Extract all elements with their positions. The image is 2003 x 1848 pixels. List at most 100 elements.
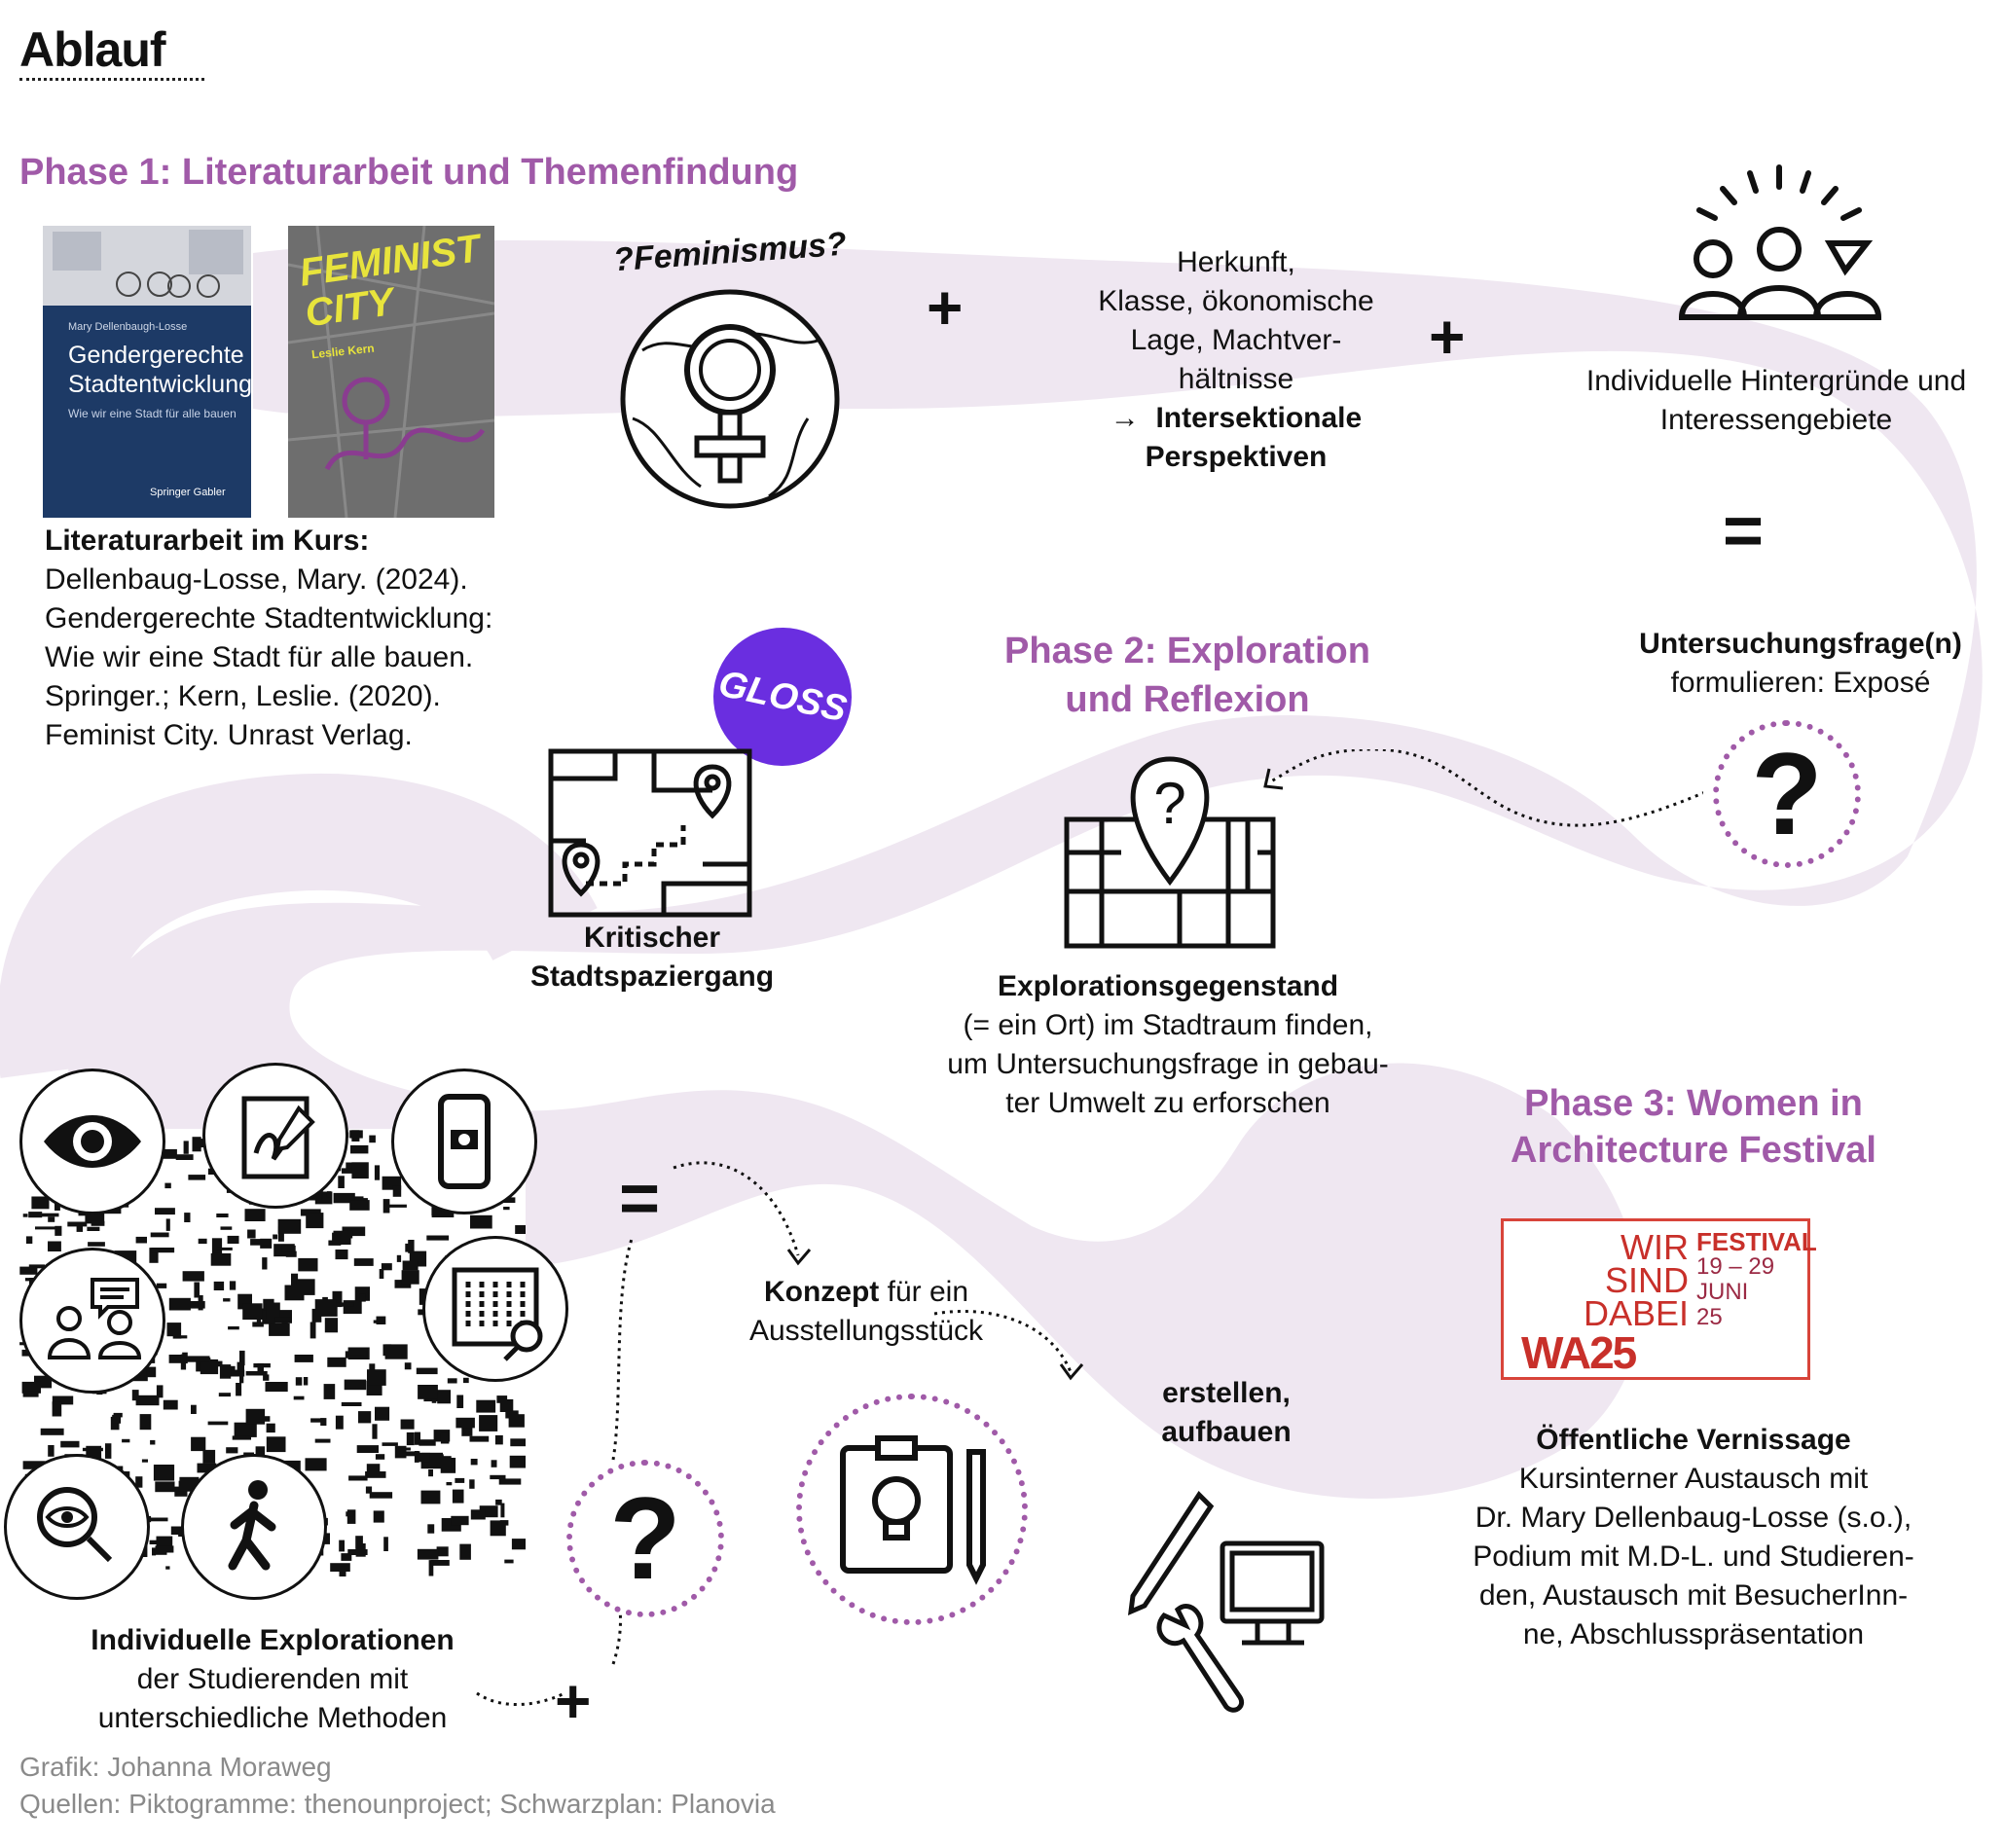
vernissage-line: Dr. Mary Dellenbaug-Losse (s.o.), xyxy=(1475,1502,1912,1534)
research-question-bold: Untersuchungsfrage(n) xyxy=(1639,628,1962,660)
plus-sign: + xyxy=(555,1666,592,1736)
magnifier-eye-icon xyxy=(4,1454,150,1600)
build-line: erstellen, xyxy=(1162,1377,1291,1409)
background-line: Individuelle Hintergründe und xyxy=(1585,365,1967,397)
literature-heading: Literaturarbeit im Kurs: xyxy=(45,525,370,557)
book-cover-feminist-city: FEMINIST CITY Leslie Kern xyxy=(288,226,494,518)
intersection-line: hältnisse xyxy=(1178,363,1294,395)
individual-exploration-text: Individuelle Explorationen der Studieren… xyxy=(39,1621,506,1738)
build-label: erstellen, aufbauen xyxy=(1119,1374,1333,1452)
group-people-icon xyxy=(1678,164,1882,320)
background-text: Individuelle Hintergründe und Interessen… xyxy=(1557,362,1995,440)
plus-sign: + xyxy=(927,272,964,343)
festival-right-text: FESTIVAL 19 – 29 JUNI 25 xyxy=(1696,1227,1817,1330)
plus-sign: + xyxy=(1429,302,1466,372)
page-title: Ablauf xyxy=(19,22,166,77)
clipboard-idea-icon xyxy=(840,1435,986,1585)
concept-line: Ausstellungsstück xyxy=(748,1315,984,1347)
vernissage-line: Podium mit M.D-L. und Studieren- xyxy=(1473,1540,1914,1573)
intersection-text: Herkunft, Klasse, ökonomische Lage, Mach… xyxy=(1041,243,1431,477)
eye-icon xyxy=(19,1069,165,1214)
sketch-icon xyxy=(202,1063,348,1209)
interview-icon xyxy=(19,1248,165,1394)
individual-line: unterschiedliche Methoden xyxy=(97,1702,448,1734)
vernissage-line: ne, Abschlusspräsentation xyxy=(1522,1618,1865,1650)
clipboard-idea-circle xyxy=(796,1394,1028,1625)
festival-left-line: SIND xyxy=(1604,1260,1689,1300)
phase1-heading: Phase 1: Literaturarbeit und Themenfindu… xyxy=(19,152,799,193)
concept-text: Konzept für ein Ausstellungsstück xyxy=(720,1273,1012,1351)
research-question-text: Untersuchungsfrage(n) formulieren: Expos… xyxy=(1596,625,2003,703)
phase3-heading-line: Phase 3: Women in xyxy=(1524,1083,1863,1124)
literature-line: Dellenbaug-Losse, Mary. (2024). xyxy=(45,563,468,596)
tools-computer-icon xyxy=(1127,1491,1325,1713)
exploration-object-line: (= ein Ort) im Stadtraum finden, xyxy=(963,1009,1373,1041)
book-cover-photo xyxy=(43,226,251,306)
book1-subtitle: Wie wir eine Stadt für alle bauen xyxy=(68,407,237,420)
exploration-object-text: Explorationsgegenstand (= ein Ort) im St… xyxy=(895,967,1440,1123)
city-walk-line: Kritischer xyxy=(583,922,721,954)
dotted-arrow xyxy=(1263,749,1703,827)
concept-rest: für ein xyxy=(879,1276,969,1308)
vernissage-line: Kursinterner Austausch mit xyxy=(1518,1463,1869,1495)
smartphone-camera-icon xyxy=(391,1069,537,1214)
book1-author: Mary Dellenbaugh-Losse xyxy=(68,321,188,333)
festival-left-text: WIR SIND DABEI xyxy=(1543,1227,1689,1333)
equals-sign: = xyxy=(1723,492,1765,570)
book1-publisher: Springer Gabler xyxy=(150,487,226,498)
festival-month: JUNI xyxy=(1696,1279,1749,1305)
festival-left-line: WIR xyxy=(1621,1227,1689,1267)
city-walk-line: Stadtspaziergang xyxy=(529,960,775,993)
svg-text:?: ? xyxy=(1153,771,1185,836)
arrow-glyph: → xyxy=(1110,402,1140,434)
wa25-festival-logo: WIR SIND DABEI FESTIVAL 19 – 29 JUNI 25 … xyxy=(1501,1218,1817,1380)
phase3-heading-line: Architecture Festival xyxy=(1511,1130,1876,1171)
location-question-map-icon: ? xyxy=(1064,756,1276,949)
phase2-heading: Phase 2: Exploration und Reflexion xyxy=(934,627,1440,724)
literature-line: Springer.; Kern, Leslie. (2020). xyxy=(45,680,441,712)
walking-person-icon xyxy=(181,1454,327,1600)
city-walk-map-icon xyxy=(548,748,752,918)
festival-word: FESTIVAL xyxy=(1696,1227,1817,1256)
footer-credit: Grafik: Johanna Moraweg xyxy=(19,1752,332,1782)
vernissage-line: den, Austausch mit BesucherInn- xyxy=(1478,1579,1909,1612)
phase2-heading-line: und Reflexion xyxy=(1065,679,1310,720)
exploration-object-line: ter Umwelt zu erforschen xyxy=(1005,1087,1330,1119)
book1-title: Gendergerechte Stadtentwicklung xyxy=(68,342,251,398)
phase2-heading-line: Phase 2: Exploration xyxy=(1004,631,1370,671)
venus-globe-icon xyxy=(620,289,840,509)
build-line: aufbauen xyxy=(1161,1416,1292,1448)
individual-line: der Studierenden mit xyxy=(136,1663,409,1695)
exploration-object-line: um Untersuchungsfrage in gebau- xyxy=(947,1048,1389,1080)
footer-sources: Quellen: Piktogramme: thenounproject; Sc… xyxy=(19,1789,776,1819)
festival-left-line: DABEI xyxy=(1583,1293,1689,1333)
research-question-rest: formulieren: Exposé xyxy=(1670,667,1931,699)
intersection-line: Klasse, ökonomische xyxy=(1098,285,1374,317)
concept-bold: Konzept xyxy=(763,1276,880,1308)
literature-line: Gendergerechte Stadtentwicklung: xyxy=(45,602,493,634)
book-cover-gendergerechte-stadtentwicklung: Mary Dellenbaugh-Losse Gendergerechte St… xyxy=(43,226,251,518)
question-mark-icon: ? xyxy=(1713,720,1861,868)
title-underline xyxy=(19,78,204,81)
city-walk-label: Kritischer Stadtspaziergang xyxy=(487,919,818,996)
intersection-bold: Intersektionale xyxy=(1155,402,1363,434)
intersection-bold: Perspektiven xyxy=(1145,441,1328,473)
mapping-analysis-icon xyxy=(422,1236,568,1382)
literature-block: Literaturarbeit im Kurs: Dellenbaug-Loss… xyxy=(45,522,502,755)
festival-wordmark: WA25 xyxy=(1521,1327,1637,1378)
intersection-line: Lage, Machtver- xyxy=(1130,324,1342,356)
festival-year: 25 xyxy=(1696,1304,1723,1330)
exploration-object-bold: Explorationsgegenstand xyxy=(997,970,1339,1002)
vernissage-bold: Öffentliche Vernissage xyxy=(1536,1424,1851,1456)
phase3-heading: Phase 3: Women in Architecture Festival xyxy=(1450,1080,1937,1174)
literature-line: Feminist City. Unrast Verlag. xyxy=(45,719,413,751)
festival-dates: 19 – 29 xyxy=(1696,1253,1775,1280)
question-mark-icon: ? xyxy=(566,1460,724,1617)
equals-sign: = xyxy=(619,1160,661,1238)
intersection-line: Herkunft, xyxy=(1177,246,1295,278)
vernissage-text: Öffentliche Vernissage Kursinterner Aust… xyxy=(1431,1421,1956,1654)
background-line: Interessengebiete xyxy=(1659,404,1893,436)
individual-bold: Individuelle Explorationen xyxy=(91,1624,455,1656)
literature-line: Wie wir eine Stadt für alle bauen. xyxy=(45,641,474,673)
